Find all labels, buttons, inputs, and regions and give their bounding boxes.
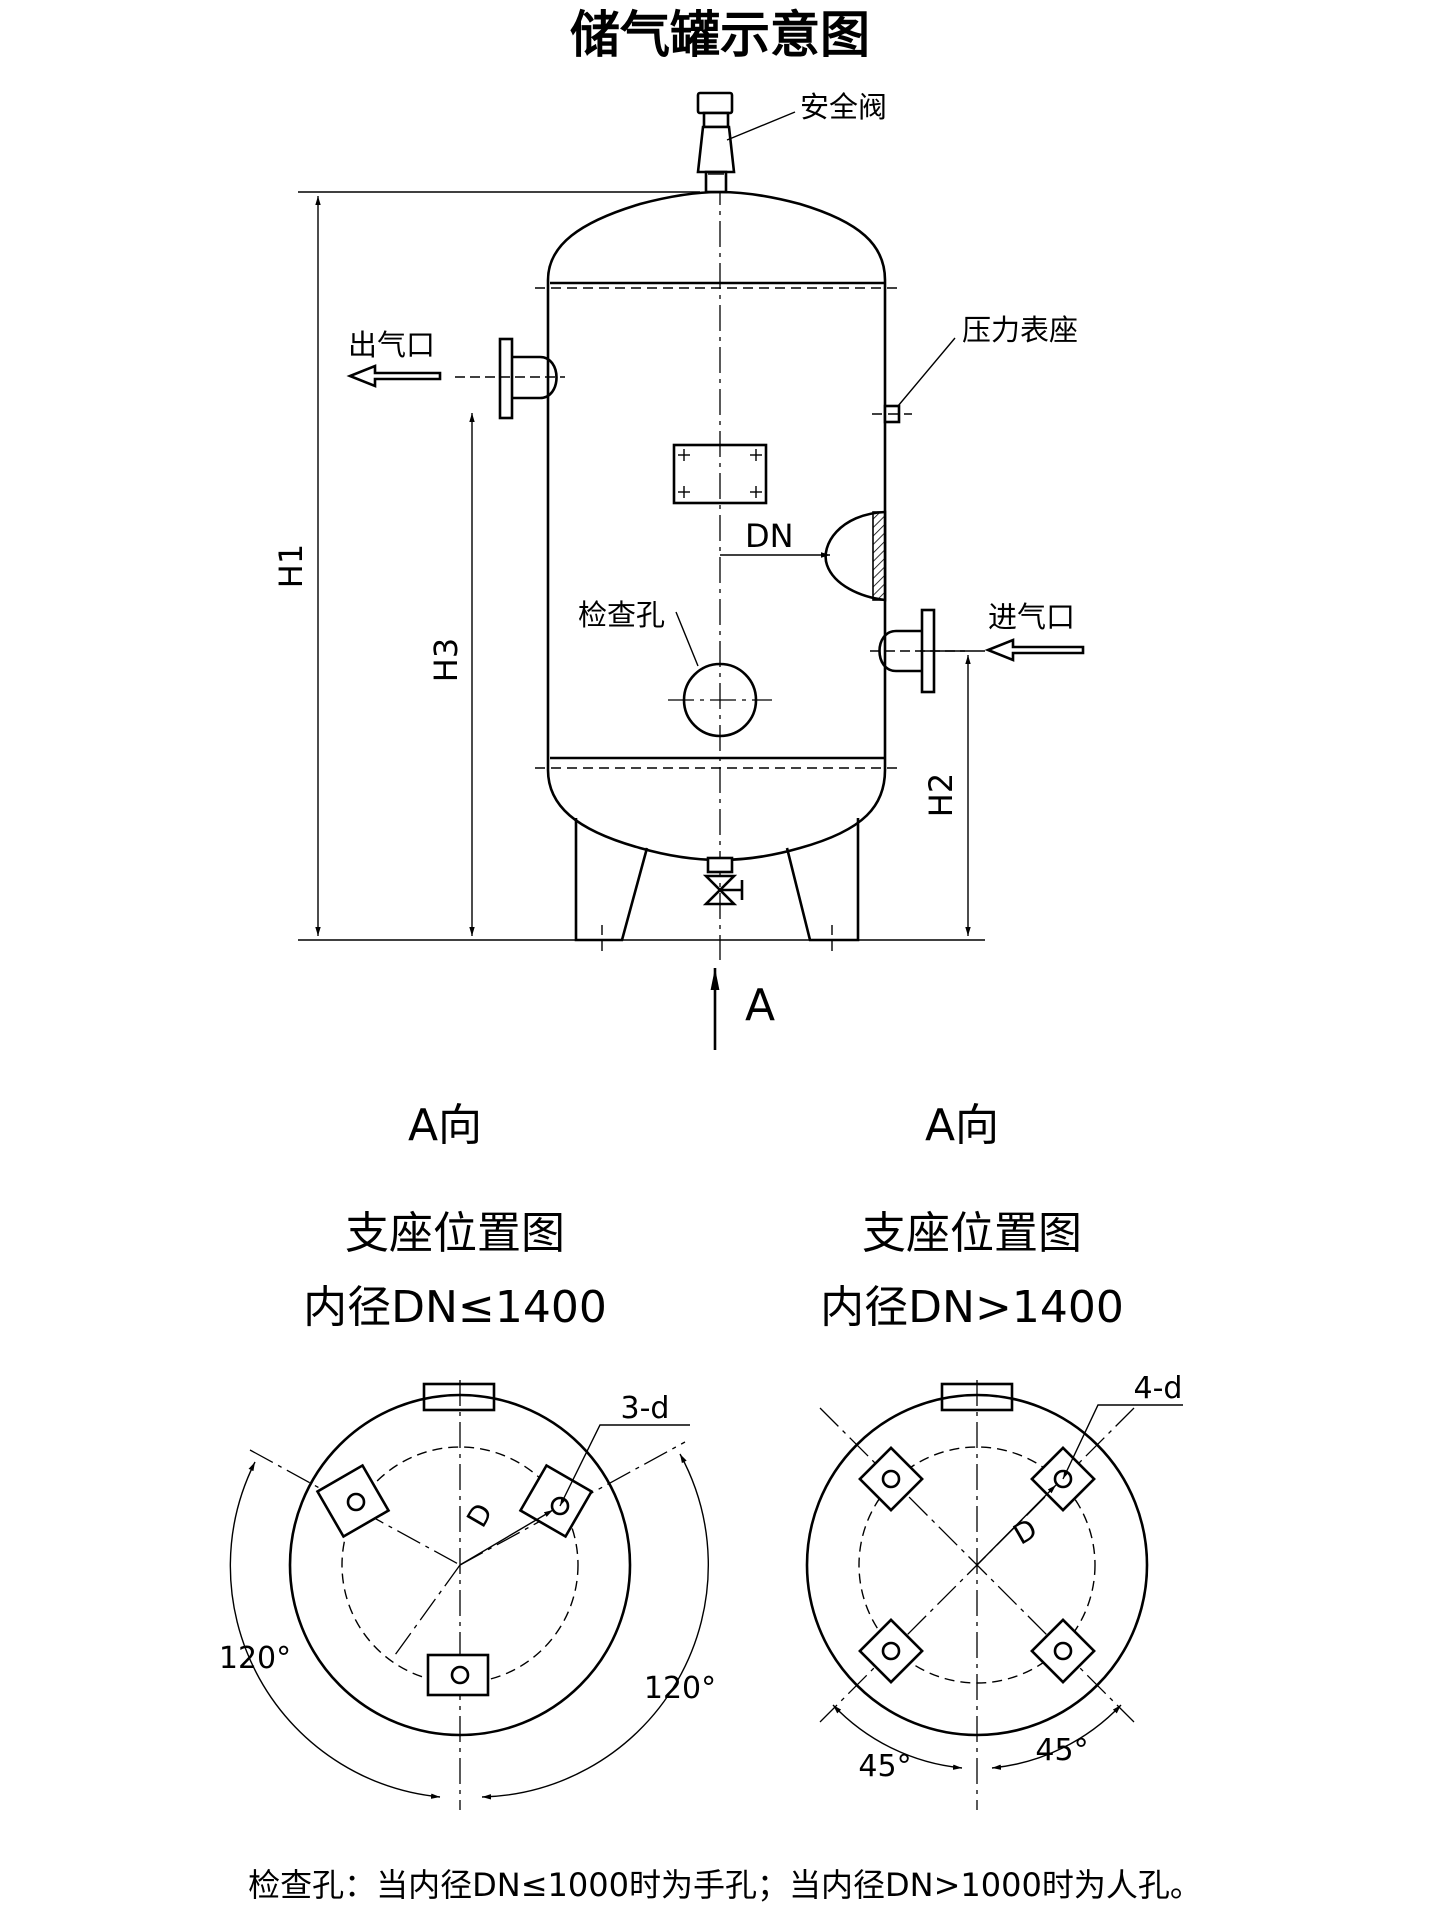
view-left-condition: 内径DN≤1400 bbox=[303, 1282, 607, 1333]
gauge-seat-leader bbox=[897, 337, 956, 407]
angle-arc-left-r bbox=[832, 1704, 963, 1770]
hole-label-right: 4-d bbox=[1134, 1371, 1183, 1406]
h1-label: H1 bbox=[272, 544, 310, 588]
hole-label-left: 3-d bbox=[621, 1391, 670, 1426]
view-right-condition: 内径DN>1400 bbox=[820, 1282, 1124, 1333]
hole-leader-right bbox=[1062, 1404, 1183, 1480]
outlet-label: 出气口 bbox=[348, 328, 435, 362]
inlet-arrow bbox=[984, 638, 1085, 662]
outlet-nozzle bbox=[455, 337, 565, 420]
support-pad-r3 bbox=[858, 1618, 924, 1684]
view-right-direction: A向 bbox=[925, 1100, 999, 1151]
tank-front-view: 安全阀 出气口 压力表座 DN bbox=[272, 90, 1085, 1050]
dn-hatch bbox=[872, 511, 886, 601]
footnote: 检查孔：当内径DN≤1000时为手孔；当内径DN>1000时为人孔。 bbox=[248, 1866, 1202, 1904]
safety-valve bbox=[696, 91, 736, 194]
tank-shell bbox=[546, 190, 887, 862]
view-right-captions: A向 支座位置图 内径DN>1400 bbox=[820, 1100, 1124, 1333]
support-pad-2 bbox=[518, 1463, 594, 1539]
angle-left-label: 120° bbox=[219, 1641, 291, 1676]
view-a-label: A bbox=[745, 980, 775, 1031]
angle-arc-right-r bbox=[991, 1704, 1122, 1770]
safety-valve-leader bbox=[726, 111, 796, 141]
support-pad-r1 bbox=[858, 1446, 924, 1512]
diameter-label-left: D bbox=[460, 1498, 499, 1533]
view-left-caption: 支座位置图 bbox=[345, 1208, 565, 1259]
safety-valve-label: 安全阀 bbox=[800, 90, 887, 124]
inspection-hole-leader bbox=[675, 611, 699, 667]
dn-dome-section bbox=[824, 510, 887, 602]
angle-arc-left bbox=[229, 1461, 441, 1799]
angle-right-label: 120° bbox=[644, 1671, 716, 1706]
support-view-3: D 3-d 120° 120° bbox=[219, 1380, 716, 1810]
view-left-captions: A向 支座位置图 内径DN≤1400 bbox=[303, 1100, 607, 1333]
angle-left-label-r: 45° bbox=[858, 1749, 911, 1784]
nameplate bbox=[672, 443, 768, 505]
dn-label: DN bbox=[745, 517, 794, 555]
h3-label: H3 bbox=[427, 638, 465, 682]
drain-valve bbox=[702, 856, 744, 906]
view-left-direction: A向 bbox=[408, 1100, 482, 1151]
support-pad-r4 bbox=[1030, 1618, 1096, 1684]
h2-label: H2 bbox=[922, 773, 960, 817]
support-pad-1 bbox=[315, 1463, 391, 1539]
support-view-4: D 4-d 45° 45° bbox=[805, 1371, 1183, 1810]
support-pad-3 bbox=[426, 1653, 490, 1697]
pressure-gauge-seat-label: 压力表座 bbox=[962, 313, 1078, 347]
inspection-hole-label: 检查孔 bbox=[578, 598, 665, 632]
inlet-label: 进气口 bbox=[988, 600, 1075, 634]
view-right-caption: 支座位置图 bbox=[862, 1208, 1082, 1259]
angle-right-label-r: 45° bbox=[1035, 1733, 1088, 1768]
diameter-label-right: D bbox=[1008, 1512, 1043, 1551]
angle-arc-right bbox=[481, 1453, 709, 1800]
diagram-title: 储气罐示意图 bbox=[570, 6, 870, 64]
outlet-arrow bbox=[346, 364, 442, 388]
